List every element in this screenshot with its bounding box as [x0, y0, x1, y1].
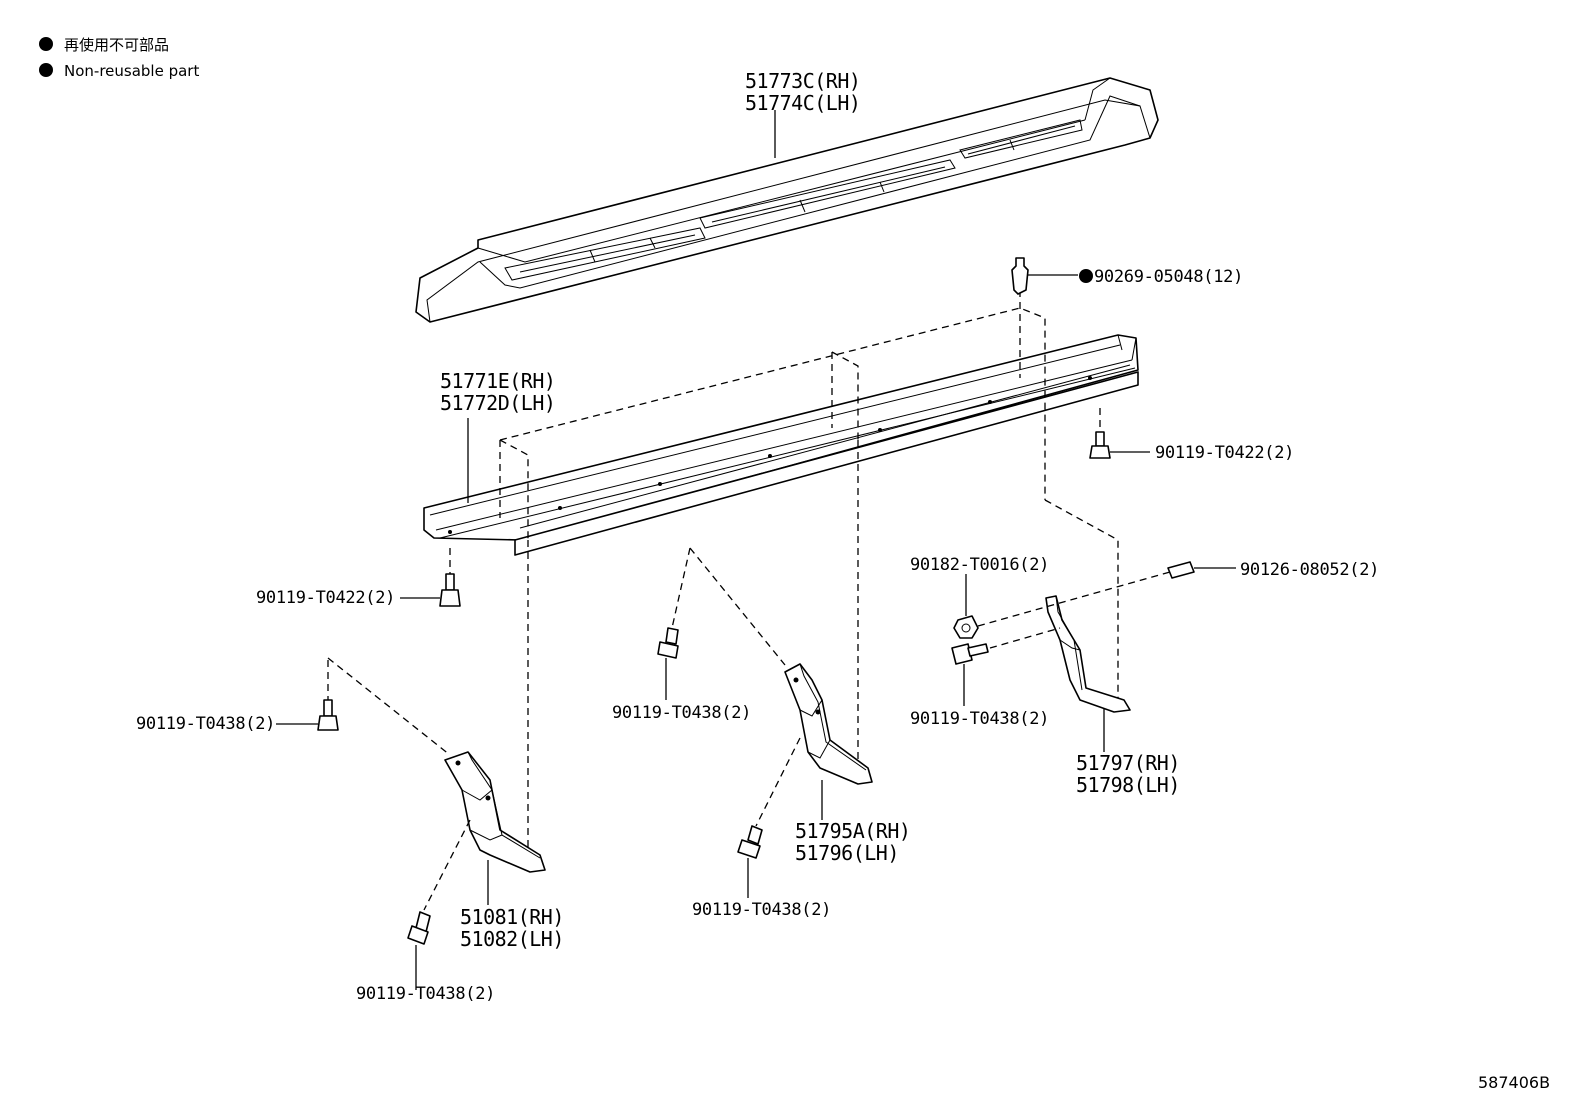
- bolt-left-lower: 90119-T0438(2): [356, 819, 495, 1004]
- rail-reference-lines: [499, 290, 1046, 540]
- step-board-lh: 51774C(LH): [745, 91, 860, 115]
- bolt-90126: 90126-08052(2): [1167, 560, 1379, 580]
- legend: 再使用不可部品 Non-reusable part: [39, 36, 199, 80]
- rail-lh: 51772D(LH): [440, 391, 555, 415]
- bracket-right-lh: 51798(LH): [1076, 773, 1180, 797]
- drawing-code: 587406B: [1478, 1073, 1550, 1092]
- bracket-right-rh: 51797(RH): [1076, 751, 1180, 775]
- clip-90269: 90269-05048(12): [1011, 257, 1243, 295]
- bracket-right: 51797(RH) 51798(LH): [1044, 499, 1180, 797]
- clip-label: 90269-05048(12): [1094, 267, 1243, 287]
- bolt-left-rail-label: 90119-T0422(2): [256, 588, 395, 608]
- bolt-center-upper: 90119-T0438(2): [612, 627, 751, 723]
- rail-rh: 51771E(RH): [440, 369, 555, 393]
- step-board-label: 51773C(RH) 51774C(LH): [745, 69, 861, 158]
- bracket-left: 51081(RH) 51082(LH): [327, 540, 564, 951]
- bolt-center-upper-label: 90119-T0438(2): [612, 703, 751, 723]
- bolt-right-top: 90119-T0422(2): [1089, 408, 1294, 463]
- non-reusable-bullet-icon: [39, 37, 53, 51]
- bolt-center-lower: 90119-T0438(2): [692, 737, 831, 920]
- legend-en: Non-reusable part: [64, 62, 199, 80]
- nut-90182: 90182-T0016(2): [910, 555, 1171, 639]
- bolt-left-upper-label: 90119-T0438(2): [136, 714, 275, 734]
- bolt-right-lower: 90119-T0438(2): [910, 627, 1061, 729]
- bolt-left-rail: 90119-T0422(2): [256, 548, 461, 608]
- bracket-left-rh: 51081(RH): [460, 905, 564, 929]
- bolt-90126-label: 90126-08052(2): [1240, 560, 1379, 580]
- bolt-right-top-label: 90119-T0422(2): [1155, 443, 1294, 463]
- bolt-center-lower-label: 90119-T0438(2): [692, 900, 831, 920]
- bolt-right-lower-label: 90119-T0438(2): [910, 709, 1049, 729]
- non-reusable-bullet-icon: [1079, 269, 1093, 283]
- bolt-left-upper: 90119-T0438(2): [136, 660, 339, 734]
- bolt-left-lower-label: 90119-T0438(2): [356, 984, 495, 1004]
- rail: [423, 334, 1139, 556]
- bracket-center-lh: 51796(LH): [795, 841, 899, 865]
- bracket-center-rh: 51795A(RH): [795, 819, 910, 843]
- non-reusable-bullet-icon: [39, 63, 53, 77]
- bracket-left-lh: 51082(LH): [460, 927, 564, 951]
- step-board-rh: 51773C(RH): [745, 69, 860, 93]
- nut-label: 90182-T0016(2): [910, 555, 1049, 575]
- legend-jp: 再使用不可部品: [64, 36, 169, 54]
- step-board: [415, 77, 1159, 323]
- rail-label: 51771E(RH) 51772D(LH): [440, 369, 556, 503]
- bracket-center: 51795A(RH) 51796(LH): [671, 440, 911, 865]
